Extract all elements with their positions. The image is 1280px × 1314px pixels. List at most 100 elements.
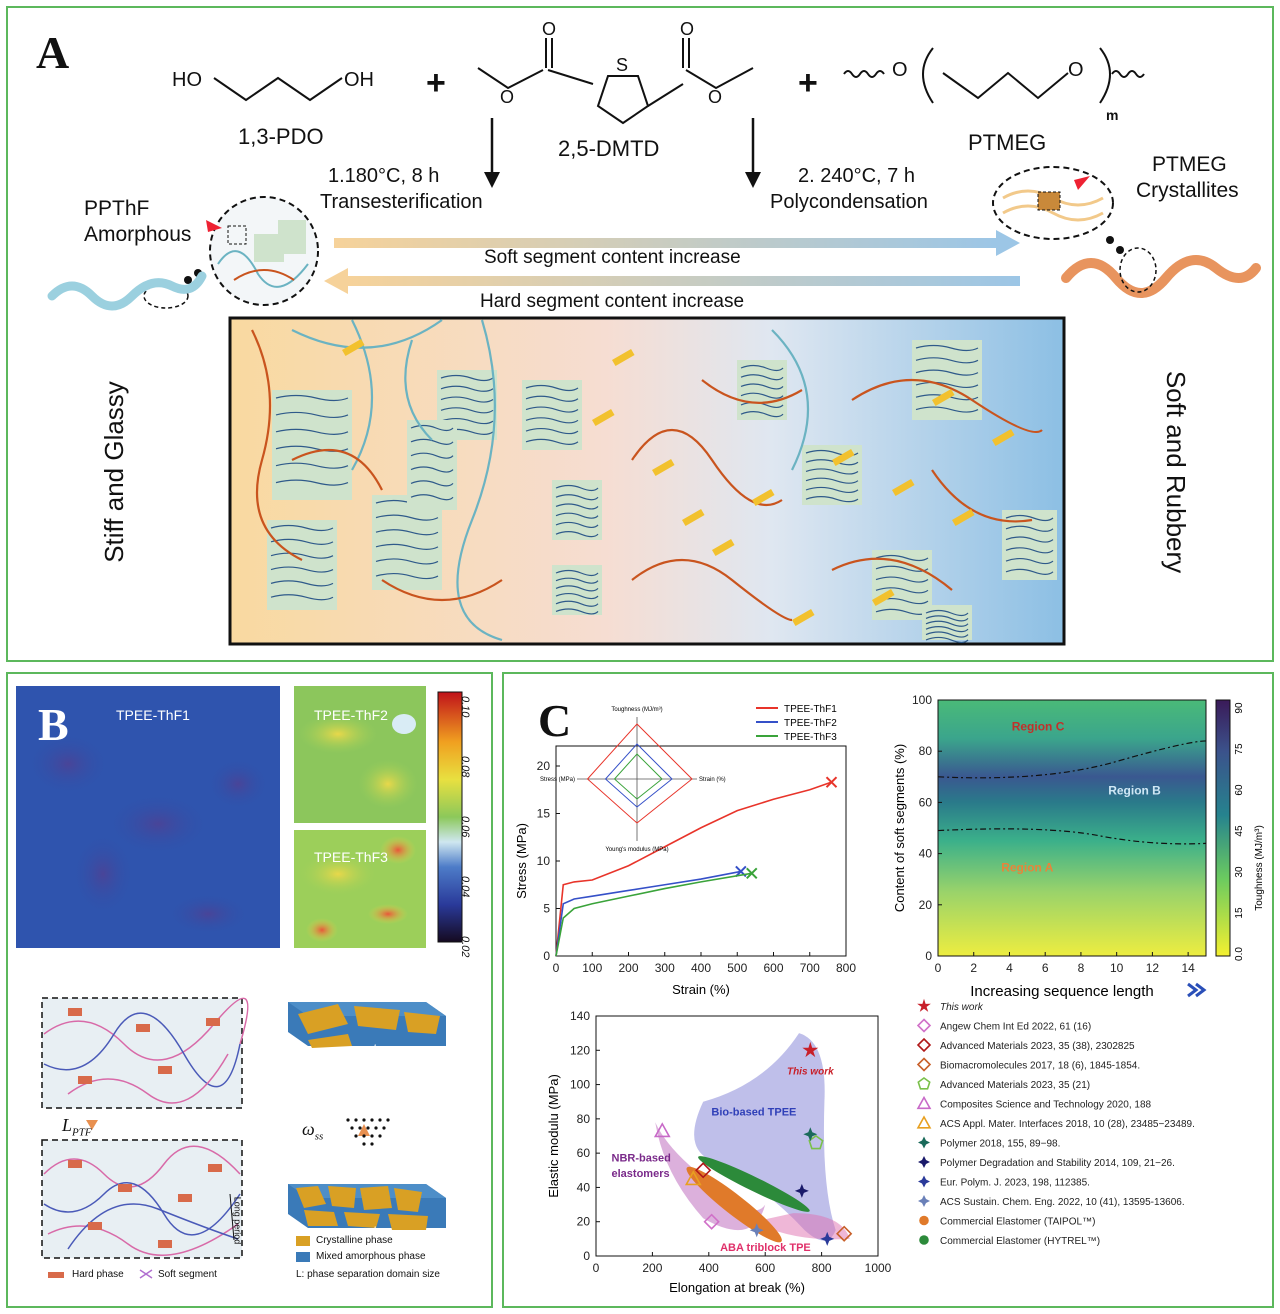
colorbar-tick: 0.04 — [459, 876, 471, 898]
y-tick-label: 5 — [543, 902, 550, 916]
region-label: Region B — [1108, 784, 1161, 798]
lamella — [410, 494, 454, 501]
lamella — [740, 374, 784, 381]
x-tick-label: 600 — [755, 1261, 775, 1275]
x-tick-label: 14 — [1181, 961, 1195, 975]
marker-cross — [918, 1136, 930, 1149]
colorbar-tick: 75 — [1234, 743, 1245, 755]
colorbar-title: Toughness (MJ/m³) — [1254, 825, 1265, 911]
crystal-block — [522, 380, 582, 450]
pdo-ho: HO — [172, 69, 202, 91]
polymer-chain — [291, 448, 383, 491]
legend-entry: Commercial Elastomer (HYTREL™) — [940, 1236, 1100, 1247]
y-tick-label: 10 — [537, 854, 551, 868]
lamella — [915, 369, 979, 376]
x-tick-label: 0 — [593, 1261, 600, 1275]
lamella — [410, 466, 454, 473]
lamella — [270, 538, 334, 545]
x-tick-label: 8 — [1078, 961, 1085, 975]
x-tick-label: 0 — [553, 961, 560, 975]
lamella — [555, 608, 599, 615]
lamella — [915, 344, 979, 352]
lamella — [925, 636, 969, 644]
lamella — [440, 407, 494, 414]
hard-segment — [342, 339, 365, 357]
lamella — [555, 577, 599, 584]
marker-cross — [803, 1127, 818, 1142]
x-tick-label: 400 — [699, 1261, 719, 1275]
lamella — [875, 576, 929, 583]
lamella — [275, 411, 349, 419]
colorbar — [1215, 699, 1231, 957]
ptmeg-name: PTMEG — [968, 130, 1047, 155]
morphology-box — [251, 319, 1057, 644]
x-axis-title: Elongation at break (%) — [669, 1280, 805, 1295]
marker-triangle — [653, 1122, 671, 1138]
lamella — [375, 514, 439, 521]
marker-circle — [919, 1215, 929, 1226]
lamella — [1005, 568, 1054, 575]
marker-triangle — [684, 1170, 702, 1186]
lamella — [555, 569, 599, 577]
marker-star — [802, 1041, 819, 1058]
lamella — [805, 486, 859, 494]
y-tick-label: 60 — [919, 795, 933, 809]
x-tick-label: 700 — [800, 961, 820, 975]
pdo-oh: OH — [344, 69, 374, 91]
polymer-chain — [701, 379, 803, 404]
legend-entry: This work — [940, 1002, 984, 1013]
radar-polygon — [613, 753, 663, 800]
lamella — [525, 427, 579, 435]
x-tick-label: 100 — [582, 961, 602, 975]
lamella — [410, 452, 454, 459]
lamella — [1005, 514, 1054, 522]
marker-diamond — [916, 1037, 932, 1053]
lamella — [875, 554, 929, 562]
marker-cross — [918, 1156, 930, 1168]
lamella — [805, 496, 859, 503]
legend-entry: Advanced Materials 2023, 35 (21) — [940, 1080, 1090, 1091]
hard-segment — [892, 479, 915, 497]
lamella — [275, 462, 349, 469]
polymer-chain — [851, 378, 1043, 434]
marker-cross — [820, 1231, 835, 1246]
nbr-label: elastomers — [612, 1168, 670, 1180]
polymer-chain — [771, 329, 810, 471]
lamella — [270, 524, 334, 532]
marker-cross — [749, 1223, 764, 1238]
lamella — [925, 609, 969, 617]
lamella — [1005, 557, 1054, 565]
lamella — [915, 381, 979, 389]
lamella — [270, 580, 334, 587]
side-left-label: Stiff and Glassy — [99, 381, 129, 563]
crystal-block — [407, 420, 457, 510]
lamella — [740, 392, 784, 399]
y-tick-label: 40 — [919, 847, 933, 861]
lamella — [410, 424, 454, 432]
polymer-chain — [251, 329, 303, 561]
lamella — [270, 594, 334, 601]
radar-label: Toughness (MJ/m³) — [611, 707, 662, 713]
lamella — [915, 406, 979, 413]
y-axis-title: Elastic modulu (MPa) — [546, 1074, 561, 1198]
marker-cross — [918, 1175, 930, 1188]
hard-segment — [612, 349, 635, 367]
hard-segment — [872, 589, 895, 607]
marker-triangle — [916, 1115, 932, 1129]
x-tick-label: 200 — [618, 961, 638, 975]
lamella — [375, 572, 439, 580]
x-tick-label: 1000 — [865, 1261, 892, 1275]
legend-entry: Composites Science and Technology 2020, … — [940, 1100, 1152, 1111]
legend-entry: ACS Appl. Mater. Interfaces 2018, 10 (28… — [940, 1119, 1195, 1130]
lamella — [925, 631, 969, 638]
hard-segment — [952, 509, 975, 527]
legend-soft: Soft segment — [158, 1269, 217, 1280]
lamella — [740, 364, 784, 372]
colorbar-tick: 45 — [1234, 825, 1245, 837]
dmtd-s: S — [616, 55, 629, 75]
lamella — [555, 585, 599, 592]
lamella — [925, 620, 969, 627]
